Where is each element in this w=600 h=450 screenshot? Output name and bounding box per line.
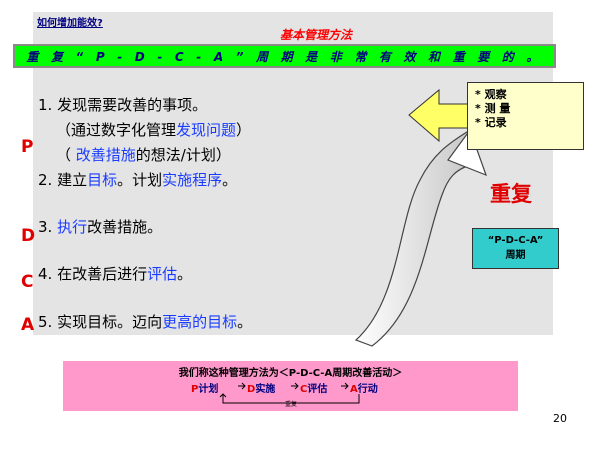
item-3: 3. 执行改善措施。 [38, 217, 162, 237]
item-1-sub-2-end: 的想法/计划） [135, 146, 231, 164]
item-2-end: 。 [222, 171, 238, 189]
pdca-cycle-box: “P-D-C-A” 周期 [472, 228, 559, 269]
item-2-text-b: 。计划 [117, 171, 163, 189]
repeat-label: 重复 [490, 182, 532, 206]
step-act-letter: A [350, 384, 358, 395]
step-arrow-icon [341, 382, 349, 390]
step-plan-text: 计划 [198, 384, 219, 395]
step-plan: P计划 [191, 380, 218, 395]
banner: 重 复 “ P - D - C - A ” 周 期 是 非 常 有 效 和 重 … [13, 44, 556, 68]
step-arrow-icon [291, 382, 299, 390]
note-line-record: * 记录 [475, 116, 507, 129]
step-check: C评估 [300, 380, 327, 395]
item-5-end: 。 [237, 313, 253, 331]
item-2: 2. 建立目标。计划实施程序。 [38, 170, 237, 190]
note-line-observe: * 观察 [475, 88, 507, 101]
step-arrow-icon [238, 382, 246, 390]
letter-a: A [21, 315, 35, 335]
item-1-sub-1: （通过数字化管理发现问题） [56, 120, 251, 140]
cycle-box-line-2: 周期 [505, 250, 526, 261]
item-1: 1. 发现需要改善的事项。 [38, 96, 208, 114]
item-1-sub-1-highlight: 发现问题 [176, 121, 237, 139]
item-3-text-a: 3. [38, 218, 58, 236]
step-act: A行动 [350, 380, 378, 395]
item-4-text-a: 4. 在改善后进行 [38, 265, 148, 283]
step-do: D实施 [247, 380, 275, 395]
observation-note: * 观察 * 测 量 * 记录 [467, 82, 584, 150]
item-1-sub-2-highlight: 改善措施 [75, 146, 136, 164]
header-link[interactable]: 如何增加能效? [37, 18, 103, 29]
item-3-highlight: 执行 [57, 218, 88, 236]
item-1-sub-1-end: ） [236, 121, 252, 139]
summary-arrows [219, 382, 360, 404]
item-2-highlight-a: 目标 [87, 171, 118, 189]
step-plan-letter: P [191, 384, 199, 395]
return-arrow-icon [219, 393, 360, 404]
page-number: 20 [553, 412, 567, 425]
item-5-text-a: 5. 实现目标。迈向 [38, 313, 163, 331]
curve-tail-icon [447, 128, 488, 177]
summary-steps: P计划 D实施 C评估 A行动 重复 [63, 361, 518, 411]
cycle-box-line-1: “P-D-C-A” [487, 235, 544, 246]
letter-c: C [21, 272, 34, 292]
summary-title: 我们称这种管理方法为＜P-D-C-A周期改善活动＞ [178, 368, 403, 379]
step-check-letter: C [300, 384, 308, 395]
item-2-text-a: 2. 建立 [38, 171, 88, 189]
step-do-text: 实施 [255, 384, 276, 395]
step-act-text: 行动 [357, 384, 378, 395]
item-1-sub-1-text: （通过数字化管理 [56, 121, 177, 139]
pdca-summary: 我们称这种管理方法为＜P-D-C-A周期改善活动＞ P计划 D实施 C评估 A行… [63, 361, 518, 411]
banner-text: 重 复 “ P - D - C - A ” 周 期 是 非 常 有 效 和 重 … [26, 49, 543, 64]
item-4-end: 。 [177, 265, 193, 283]
page-title: 基本管理方法 [280, 28, 353, 42]
letter-d: D [21, 226, 36, 246]
step-check-text: 评估 [307, 384, 328, 395]
letter-p: P [21, 137, 34, 157]
item-4: 4. 在改善后进行评估。 [38, 264, 192, 284]
item-5-highlight: 更高的目标 [162, 313, 238, 331]
item-3-text-b: 改善措施。 [87, 218, 163, 236]
note-line-measure: * 测 量 [475, 102, 511, 115]
item-1-sub-2-text: （ [56, 146, 76, 164]
summary-repeat-label: 重复 [285, 401, 298, 408]
item-2-highlight-b: 实施程序 [162, 171, 223, 189]
item-5: 5. 实现目标。迈向更高的目标。 [38, 312, 252, 332]
step-do-letter: D [247, 384, 256, 395]
item-1-sub-2: （ 改善措施的想法/计划） [56, 145, 231, 165]
left-arrow-icon [408, 88, 469, 143]
item-4-highlight: 评估 [147, 265, 178, 283]
